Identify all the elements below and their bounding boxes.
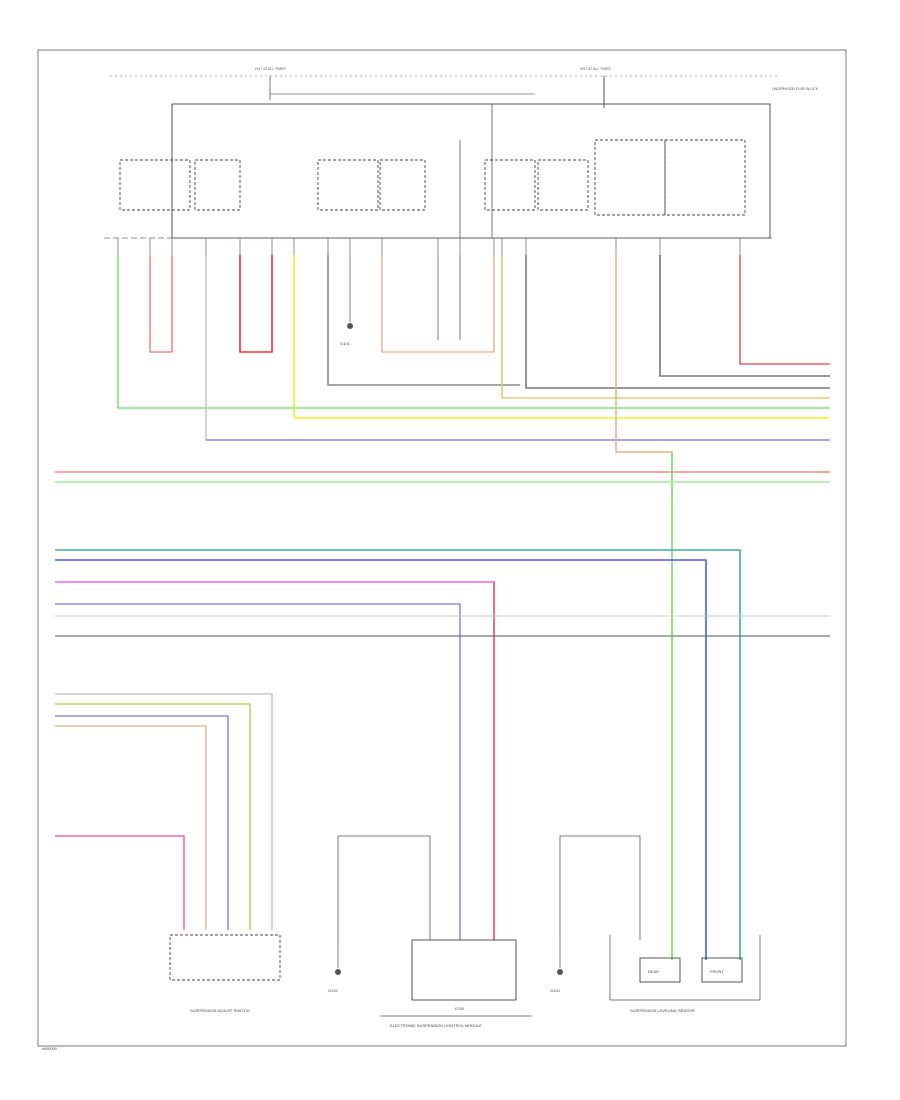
- wire-lavender-716: [55, 715, 229, 930]
- wire-tan-616: [615, 255, 673, 960]
- relay-5: [484, 159, 536, 211]
- wire-blue-460: [55, 603, 461, 940]
- fuse-label-left: HOT AT ALL TIMES: [255, 67, 286, 71]
- wire-olive-502: [501, 255, 830, 399]
- wire-thin-526: [525, 255, 830, 389]
- wire-gray-694: [55, 693, 273, 930]
- module-right-caption: SUSPENSION LEVELING SENSOR: [630, 1008, 695, 1013]
- wire-ground-g102-loop: [337, 835, 431, 940]
- module-right-b: [701, 957, 743, 983]
- ground-g102-label: G102: [328, 988, 339, 993]
- switch-left: [169, 934, 281, 981]
- switch-left-caption: SUSPENSION ADJUST SWITCH: [190, 1008, 250, 1013]
- relay-block-label: UNDERHOOD FUSE BLOCK: [772, 87, 819, 91]
- module-center: [411, 939, 517, 1001]
- ground-g101-icon: [347, 323, 353, 329]
- wire-yellow-upper: [293, 255, 830, 419]
- wire-green-upper: [117, 255, 830, 409]
- wire-olive-704: [55, 703, 251, 930]
- wire-gray-206: [205, 255, 830, 441]
- wire-teal: [55, 549, 741, 960]
- wire-tan-382: [381, 255, 495, 353]
- relay-7: [594, 139, 666, 216]
- wire-pink-836: [55, 835, 185, 930]
- footer-code: W00000: [42, 1046, 58, 1051]
- ground-g103-icon: [557, 969, 563, 975]
- relay-6: [537, 159, 589, 211]
- ground-g102-icon: [335, 969, 341, 975]
- ground-g103-label: G103: [550, 988, 561, 993]
- wire-thin-660: [659, 255, 830, 377]
- diagram-border: [37, 49, 847, 1047]
- relay-3: [317, 159, 379, 211]
- wire-red-740: [739, 255, 830, 365]
- module-right-a: [639, 957, 681, 983]
- wire-red-loop: [239, 255, 273, 353]
- relay-4: [379, 159, 426, 211]
- wire-tan-726: [55, 725, 207, 930]
- wire-navy: [55, 559, 707, 960]
- ground-g101-label: G101: [340, 341, 351, 346]
- relay-1: [119, 159, 191, 211]
- relay-8: [664, 139, 746, 216]
- module-right-b-label: FRONT: [710, 969, 724, 974]
- fuse-label-right: HOT AT ALL TIMES: [580, 67, 611, 71]
- wire-thin-328: [327, 255, 520, 386]
- module-right-a-label: REAR: [648, 969, 659, 974]
- module-center-title: ECM: [455, 1006, 464, 1011]
- relay-fuse-block: [171, 103, 771, 239]
- wire-pink-loop: [149, 255, 173, 353]
- wire-ground-g103-loop: [559, 835, 641, 940]
- module-center-caption: ELECTRONIC SUSPENSION CONTROL MODULE: [390, 1023, 482, 1028]
- relay-2: [194, 159, 241, 211]
- block-pin-stubs: [117, 238, 741, 255]
